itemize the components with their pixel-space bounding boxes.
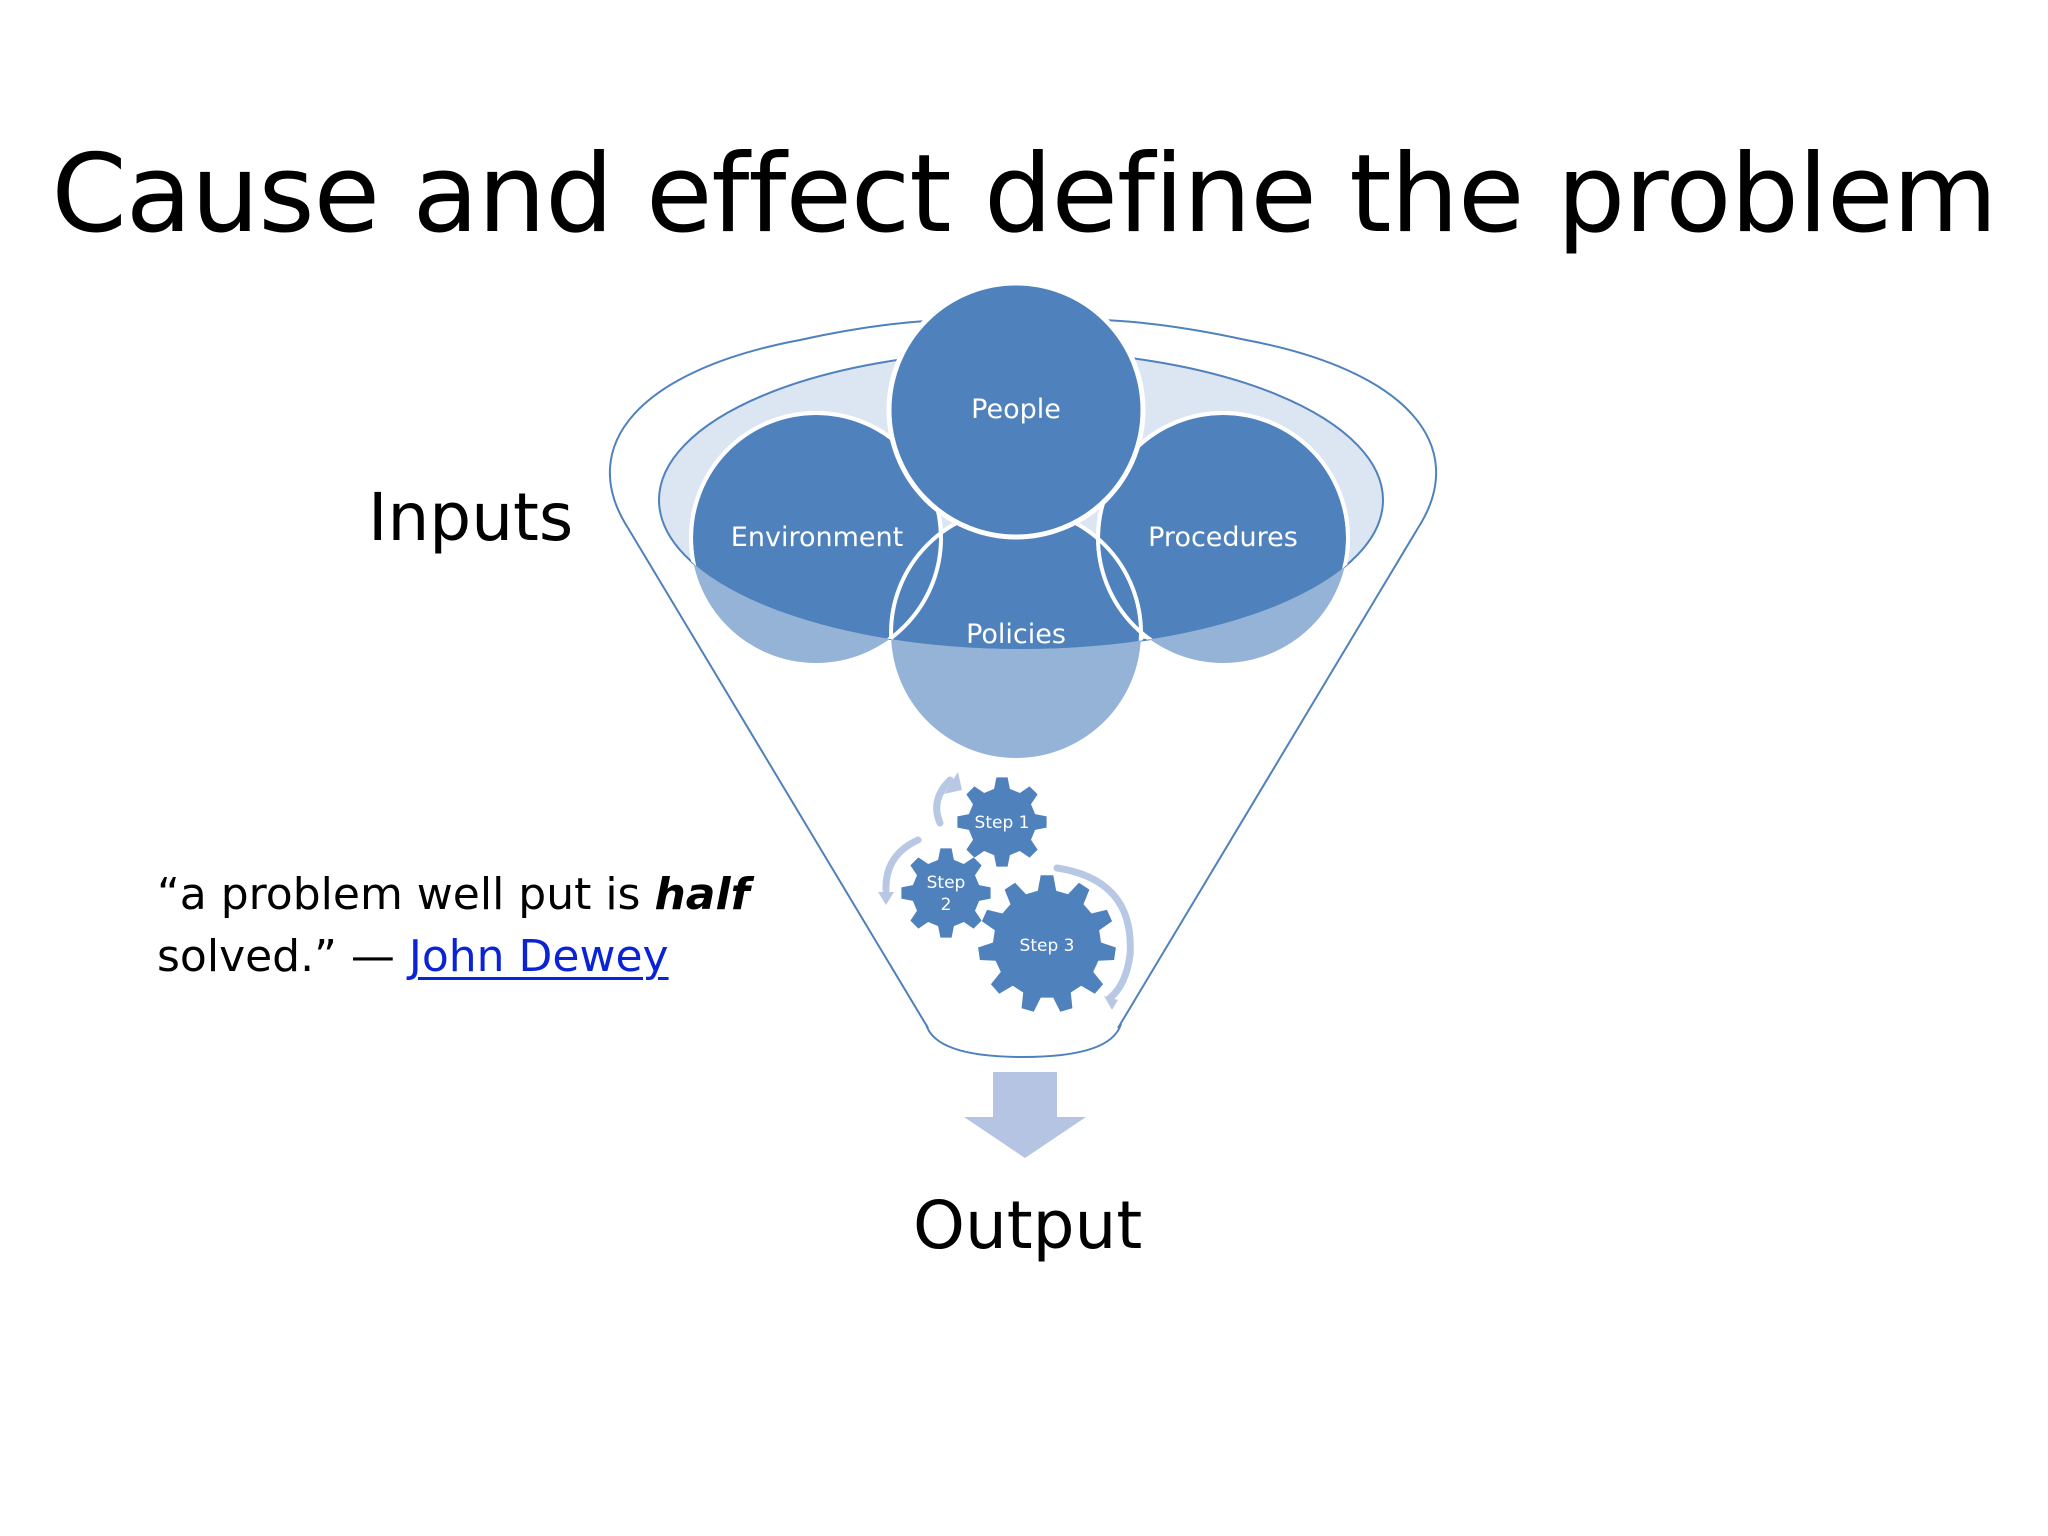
cycle-arrows: [882, 776, 1134, 1002]
circle-edges: [689, 411, 1350, 649]
gear-step-3-icon: [978, 875, 1116, 1012]
environment-label: Environment: [731, 522, 903, 553]
funnel-spout: [925, 1023, 1122, 1059]
quote-text-start: “a problem well put is: [157, 869, 655, 920]
john-dewey-link[interactable]: John Dewey: [408, 931, 669, 982]
gear-step-2-label-line1: Step: [927, 873, 966, 893]
procedures-label: Procedures: [1148, 522, 1298, 553]
gear-step-2-icon: [901, 848, 991, 938]
quote-emphasis: half: [654, 869, 750, 920]
gear-step-1-label: Step 1: [975, 813, 1030, 833]
dewey-quote: “a problem well put is half solved.” — J…: [157, 864, 777, 988]
output-arrow-icon: [964, 1072, 1086, 1158]
funnel-outline: [627, 527, 1419, 1029]
people-circle: [886, 280, 1146, 540]
inputs-label: Inputs: [368, 479, 574, 556]
quote-text-middle: solved.” —: [157, 931, 409, 982]
policies-label: Policies: [966, 619, 1066, 650]
gear-step-2-label-line2: 2: [941, 895, 952, 915]
slide-title: Cause and effect define the problem: [51, 132, 1997, 257]
cycle-arrow-heads: [878, 772, 1118, 1010]
gear-step-3-label: Step 3: [1020, 936, 1075, 956]
people-label: People: [971, 394, 1061, 425]
gear-step-1-icon: [957, 777, 1047, 867]
output-label: Output: [913, 1187, 1143, 1264]
